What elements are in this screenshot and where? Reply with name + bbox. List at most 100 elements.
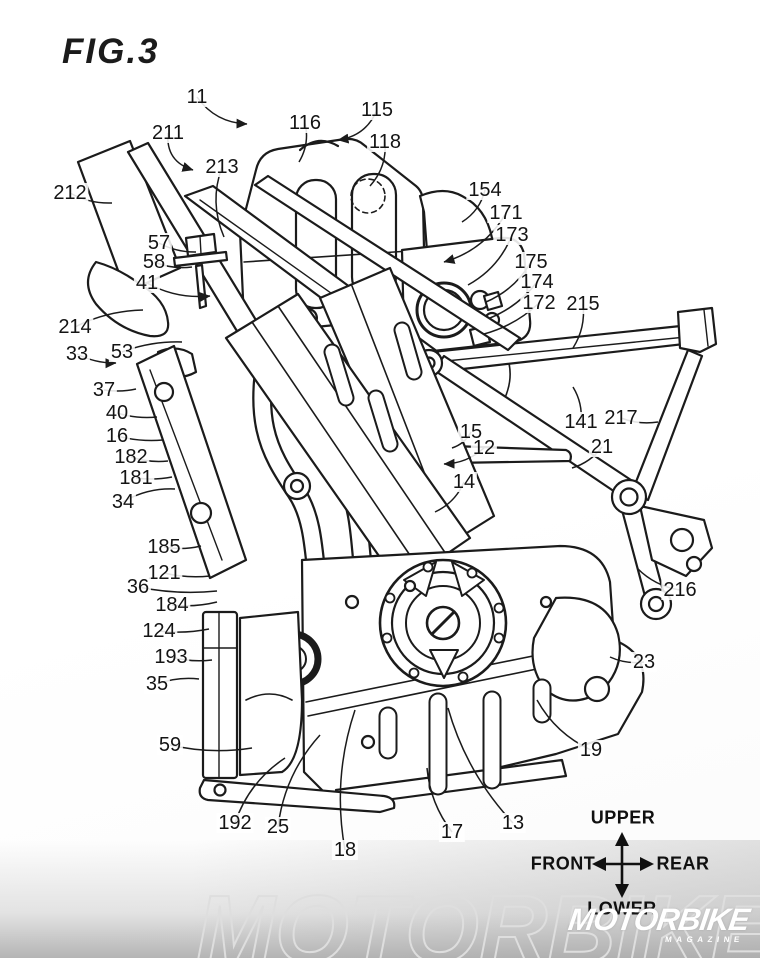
tank-rail <box>255 176 520 350</box>
leader-line-217 <box>621 418 658 423</box>
leader-line-25 <box>278 735 320 827</box>
ref-label-37: 37 <box>91 380 117 400</box>
leader-line-181 <box>136 477 172 479</box>
ref-label-58: 58 <box>141 252 167 272</box>
bracket-hole-large <box>671 529 693 551</box>
compass-front-label: FRONT <box>531 854 596 875</box>
leader-line-33 <box>77 354 116 363</box>
cable-line <box>500 342 510 400</box>
member-hole-upper <box>155 383 173 401</box>
swingarm-pivot-outer <box>612 480 646 514</box>
radiator-lines <box>203 612 237 778</box>
stud-1-outline <box>332 352 346 398</box>
engine-mount-outer <box>284 473 310 499</box>
case-bolt-2 <box>405 581 415 591</box>
rotation-arrow-upright <box>452 562 484 596</box>
ref-label-173: 173 <box>493 225 530 245</box>
right-cover-boss <box>585 677 609 701</box>
ref-label-115: 115 <box>359 100 395 120</box>
ref-label-53: 53 <box>109 342 135 362</box>
radiator-body <box>203 612 237 778</box>
leader-line-124 <box>159 629 209 632</box>
case-bolt-3 <box>541 597 551 607</box>
ref-label-12: 12 <box>471 438 497 458</box>
ref-label-192: 192 <box>216 813 253 833</box>
figure-title: FIG.3 <box>62 32 160 72</box>
stud-2-outline <box>376 398 390 444</box>
throttle-bore-inner <box>424 290 464 330</box>
ref-label-57: 57 <box>146 233 172 253</box>
rear-bank-fin <box>352 286 448 534</box>
leader-line-53 <box>122 342 182 352</box>
ref-label-141: 141 <box>562 412 599 432</box>
leader-line-215 <box>573 304 584 348</box>
rear-down-tube <box>632 350 702 500</box>
injector-circle <box>471 291 489 309</box>
rotation-arrow-down <box>430 650 458 678</box>
crankcase <box>302 546 643 798</box>
ref-label-182: 182 <box>112 447 149 467</box>
ref-label-213: 213 <box>203 157 240 177</box>
compass-upper-label: UPPER <box>591 808 656 829</box>
leader-line-184 <box>172 602 217 606</box>
airbox-slot-right <box>352 174 396 298</box>
leader-line-15 <box>452 432 471 448</box>
frame-spar-rear <box>432 324 702 372</box>
case-bolt-4 <box>362 736 374 748</box>
airbox-seam <box>244 250 424 262</box>
stud-1-fill <box>332 352 346 398</box>
leader-line-213 <box>216 167 224 237</box>
main-spar <box>185 186 438 372</box>
crank-hub <box>427 607 459 639</box>
stud-3-fill <box>402 330 414 372</box>
seat-rail-stub <box>452 446 571 463</box>
leader-line-192 <box>235 758 285 823</box>
exhaust-pipe-2-fill <box>303 318 372 620</box>
leader-line-18 <box>340 710 355 850</box>
leader-line-37 <box>104 389 136 391</box>
horn-duct <box>88 262 168 336</box>
ref-label-184: 184 <box>153 595 190 615</box>
ref-label-14: 14 <box>451 472 477 492</box>
reservoir-curve <box>246 694 292 700</box>
leader-line-23 <box>610 657 644 663</box>
ref-label-25: 25 <box>265 817 291 837</box>
sensor-circle <box>485 313 499 327</box>
leader-line-173 <box>468 235 512 285</box>
ref-label-124: 124 <box>140 621 177 641</box>
ref-label-17: 17 <box>439 822 465 842</box>
linkage-rod <box>622 506 664 600</box>
clutch-cover-mid <box>392 572 494 674</box>
leader-line-11 <box>197 97 247 124</box>
clutch-cover-inner <box>406 586 480 660</box>
link-pivot-outer <box>641 589 671 619</box>
right-cover <box>533 598 620 701</box>
compass-rear-label: REAR <box>656 854 709 875</box>
exhaust-pipe-2-outline <box>303 318 372 620</box>
rear-bracket-line <box>704 310 708 346</box>
magazine-logo: MOTORBIKE MAGAZINE <box>565 905 750 944</box>
ref-label-154: 154 <box>466 180 503 200</box>
bolt-block <box>186 234 216 256</box>
leader-line-57 <box>159 243 196 252</box>
steering-plate <box>78 141 180 292</box>
leader-line-41 <box>147 283 210 297</box>
case-bolt-1 <box>346 596 358 608</box>
leader-line-141 <box>573 387 581 422</box>
airbox-outline <box>240 139 425 332</box>
leader-line-19 <box>537 700 591 750</box>
ref-label-174: 174 <box>518 272 555 292</box>
water-pump-ring <box>268 634 318 684</box>
leader-line-21 <box>572 447 602 468</box>
engine-mount-inner <box>291 480 303 492</box>
ref-label-181: 181 <box>117 468 154 488</box>
bolt-stem <box>196 265 206 308</box>
water-pump-center <box>280 646 306 672</box>
ref-label-175: 175 <box>512 252 549 272</box>
ref-label-40: 40 <box>104 403 130 423</box>
ref-label-118: 118 <box>367 132 403 152</box>
case-split-lines <box>306 642 602 716</box>
link-pivot-inner <box>649 597 663 611</box>
ref-label-21: 21 <box>589 437 615 457</box>
airbox-top-bump <box>300 141 338 150</box>
